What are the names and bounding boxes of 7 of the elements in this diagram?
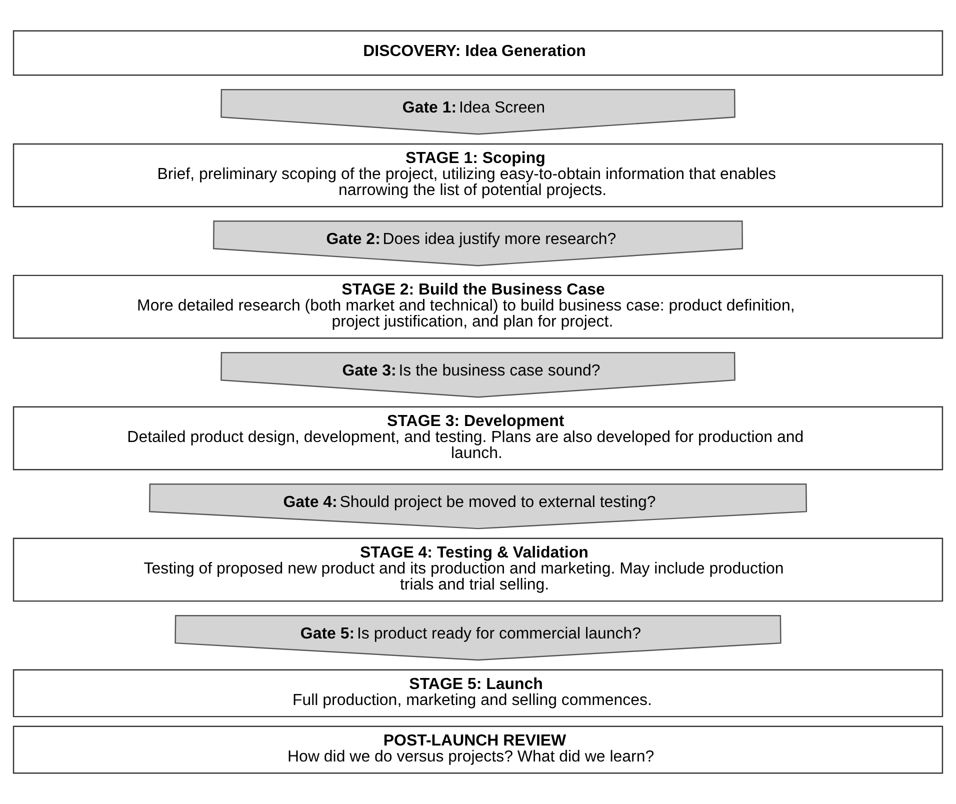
node-box: STAGE 2: Build the Business Case More detailed research (both market and technical) to build business case: product definition, project justification, and plan for project. xyxy=(12,274,944,339)
node-box: STAGE 5: Launch Full production, marketing and selling commences. xyxy=(12,669,944,718)
node-box: DISCOVERY: Idea Generation xyxy=(12,30,944,76)
node-box: POST-LAUNCH REVIEW How did we do versus projects? What did we learn? xyxy=(12,726,944,774)
node-box: STAGE 1: Scoping Brief, preliminary scoping of the project, utilizing easy-to-obtain information that enables narrowing the list of potential projects. xyxy=(12,143,944,208)
node-box: STAGE 3: Development Detailed product design, development, and testing. Plans are also developed for production and launch. xyxy=(12,406,944,470)
node-box: STAGE 4: Testing & Validation Testing of proposed new product and its production and marketing. May include production trials and trial selling. xyxy=(12,538,944,602)
